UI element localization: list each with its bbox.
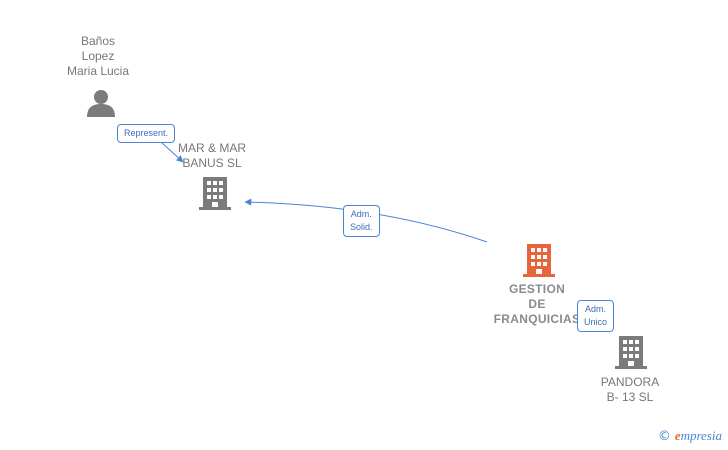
gestion-name-line-1: GESTION xyxy=(508,282,566,296)
person-name-line-1: Baños xyxy=(80,34,116,48)
person-name-line-3: Maria Lucia xyxy=(66,64,130,78)
person-name-line-2: Lopez xyxy=(81,49,115,63)
gestion-name-label: GESTION DE FRANQUICIAS xyxy=(482,282,592,327)
edge-represent-text: Represent. xyxy=(124,128,169,138)
edge-adm-solid-line-2: Solid. xyxy=(350,222,373,232)
gestion-building-icon[interactable] xyxy=(522,242,556,278)
marmar-name-line-1: MAR & MAR xyxy=(177,141,246,155)
marmar-name-label: MAR & MAR BANUS SL xyxy=(162,141,262,171)
edge-adm-unico-line-1: Adm. xyxy=(585,304,607,314)
pandora-name-line-2: B- 13 SL xyxy=(606,390,654,404)
person-name-label: Baños Lopez Maria Lucia xyxy=(48,34,148,79)
person-icon[interactable] xyxy=(86,88,116,118)
gestion-name-line-2: DE xyxy=(528,297,546,311)
brand-name: mpresia xyxy=(680,428,722,443)
pandora-name-line-1: PANDORA xyxy=(600,375,660,389)
marmar-name-line-2: BANUS SL xyxy=(182,156,242,170)
edge-represent-label[interactable]: Represent. xyxy=(117,124,176,143)
edge-adm-solid-label[interactable]: Adm. Solid. xyxy=(343,205,380,237)
copyright-icon: © xyxy=(657,429,671,444)
edge-adm-unico-line-2: Unico xyxy=(584,317,608,327)
marmar-building-icon[interactable] xyxy=(198,175,232,211)
edge-adm-unico-label[interactable]: Adm. Unico xyxy=(577,300,615,332)
gestion-name-line-3: FRANQUICIAS xyxy=(493,312,581,326)
pandora-name-label: PANDORA B- 13 SL xyxy=(580,375,680,405)
brand-watermark: ©empresia xyxy=(658,428,722,444)
pandora-building-icon[interactable] xyxy=(614,334,648,370)
edge-adm-solid-line-1: Adm. xyxy=(350,209,372,219)
brand-initial: e xyxy=(674,428,681,443)
